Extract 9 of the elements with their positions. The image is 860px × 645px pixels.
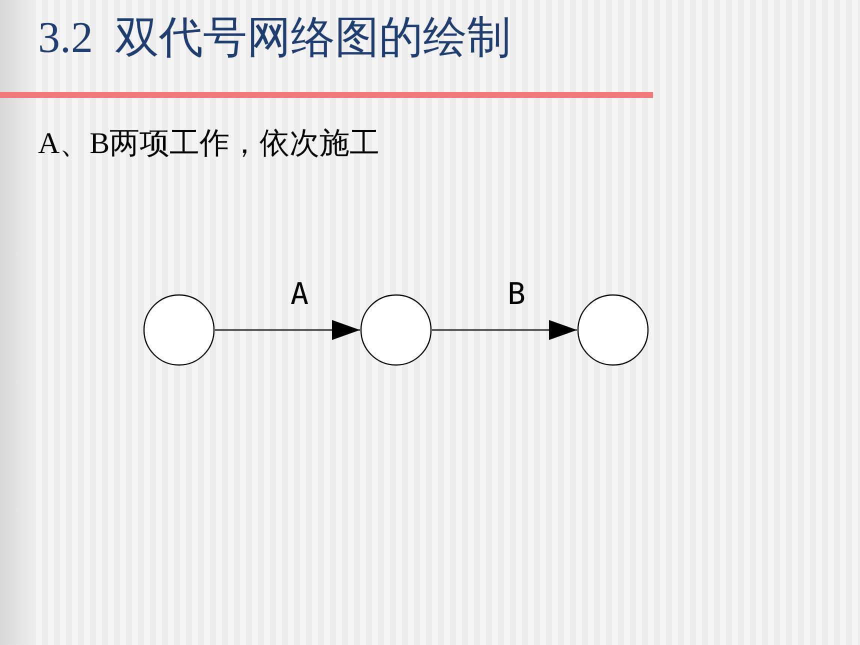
slide-title: 3.2 双代号网络图的绘制 bbox=[38, 12, 511, 64]
arrow bbox=[215, 320, 360, 340]
edge-label: A bbox=[290, 278, 309, 312]
subtitle-text: A、B两项工作，依次施工 bbox=[38, 126, 380, 162]
arrow bbox=[432, 320, 577, 340]
event-circle bbox=[577, 294, 649, 366]
event-circle bbox=[143, 294, 215, 366]
event-circle bbox=[360, 294, 432, 366]
edge-label: B bbox=[508, 278, 526, 312]
